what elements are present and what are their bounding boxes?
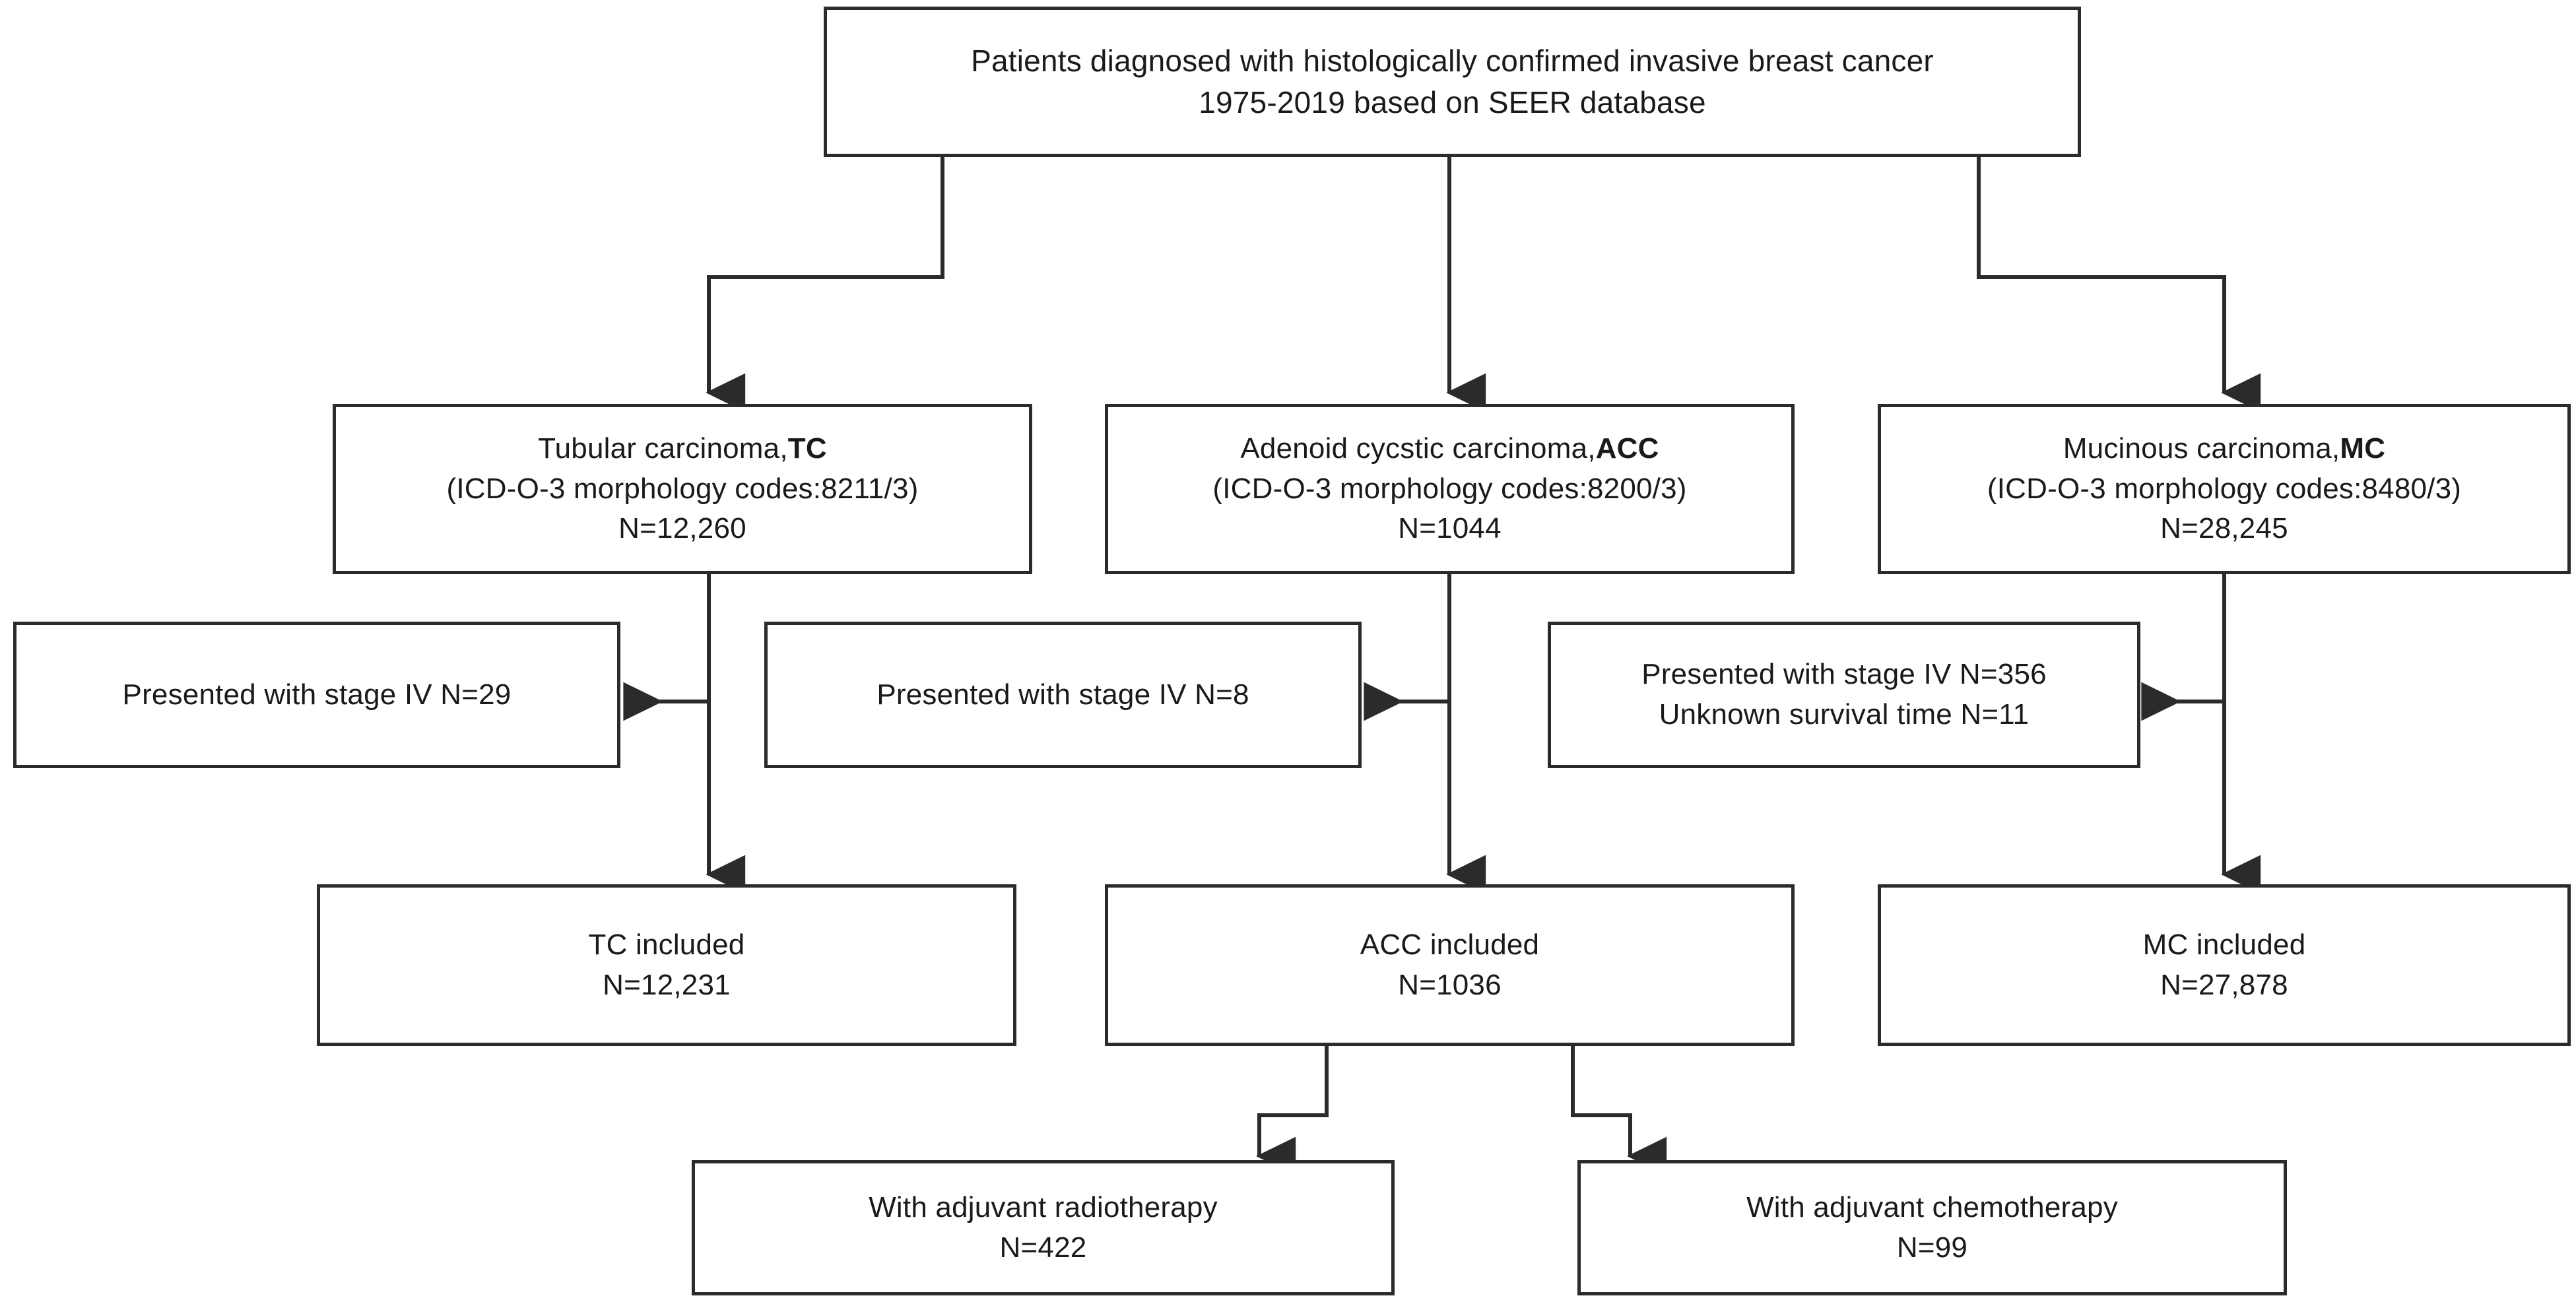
acc-included-label: ACC included (1360, 928, 1540, 961)
mc-exclusion-line-1: Presented with stage IV N=356 (1641, 658, 2047, 691)
source-cohort-line-2: 1975-2019 based on SEER database (1199, 85, 1706, 119)
tc-included-label: TC included (588, 928, 745, 961)
node-acc-included: ACC included N=1036 (1105, 884, 1795, 1046)
radiotherapy-count: N=422 (999, 1231, 1087, 1264)
connector-acc-to-radiotherapy (1256, 1046, 1329, 1176)
tc-group-name: Tubular carcinoma, (538, 432, 788, 465)
node-mc-exclusion: Presented with stage IV N=356 Unknown su… (1548, 622, 2140, 768)
node-tubular-carcinoma-group: Tubular carcinoma,TC (ICD-O-3 morphology… (333, 404, 1032, 574)
tc-group-title: Tubular carcinoma,TC (538, 429, 827, 469)
node-tc-included: TC included N=12,231 (317, 884, 1016, 1046)
mc-group-name: Mucinous carcinoma, (2063, 432, 2340, 465)
acc-group-codes: (ICD-O-3 morphology codes:8200/3) (1212, 472, 1687, 505)
radiotherapy-label: With adjuvant radiotherapy (869, 1190, 1218, 1223)
mc-group-title: Mucinous carcinoma,MC (2063, 429, 2385, 469)
connector-source-to-tc (706, 157, 944, 412)
tc-group-count: N=12,260 (618, 512, 746, 545)
mc-group-abbrev: MC (2340, 432, 2386, 465)
acc-group-count: N=1044 (1398, 512, 1502, 545)
tc-included-count: N=12,231 (603, 968, 731, 1001)
connector-acc-to-chemotherapy (1571, 1046, 1667, 1176)
chemotherapy-count: N=99 (1896, 1231, 1968, 1264)
tc-exclusion-line-1: Presented with stage IV N=29 (122, 678, 512, 711)
mc-group-codes: (ICD-O-3 morphology codes:8480/3) (1987, 472, 2462, 505)
node-adjuvant-chemotherapy: With adjuvant chemotherapy N=99 (1577, 1160, 2287, 1295)
node-acc-exclusion: Presented with stage IV N=8 (764, 622, 1362, 768)
node-adenoid-cystic-carcinoma-group: Adenoid cycstic carcinoma,ACC (ICD-O-3 m… (1105, 404, 1795, 574)
node-tc-exclusion: Presented with stage IV N=29 (13, 622, 620, 768)
node-mucinous-carcinoma-group: Mucinous carcinoma,MC (ICD-O-3 morpholog… (1878, 404, 2571, 574)
mc-group-count: N=28,245 (2160, 512, 2288, 545)
acc-group-name: Adenoid cycstic carcinoma, (1240, 432, 1596, 465)
tc-group-abbrev: TC (787, 432, 827, 465)
source-cohort-line-1: Patients diagnosed with histologically c… (971, 43, 1934, 78)
acc-group-title: Adenoid cycstic carcinoma,ACC (1240, 429, 1659, 469)
node-adjuvant-radiotherapy: With adjuvant radiotherapy N=422 (692, 1160, 1395, 1295)
node-source-cohort: Patients diagnosed with histologically c… (824, 7, 2081, 157)
tc-group-codes: (ICD-O-3 morphology codes:8211/3) (446, 472, 919, 505)
acc-included-count: N=1036 (1398, 968, 1502, 1001)
acc-exclusion-line-1: Presented with stage IV N=8 (876, 678, 1249, 711)
mc-included-label: MC included (2142, 928, 2306, 961)
mc-included-count: N=27,878 (2160, 968, 2288, 1001)
mc-exclusion-line-2: Unknown survival time N=11 (1659, 698, 2030, 731)
chemotherapy-label: With adjuvant chemotherapy (1746, 1190, 2118, 1223)
acc-group-abbrev: ACC (1595, 432, 1659, 465)
connector-source-to-mc (1977, 157, 2261, 412)
node-mc-included: MC included N=27,878 (1878, 884, 2571, 1046)
